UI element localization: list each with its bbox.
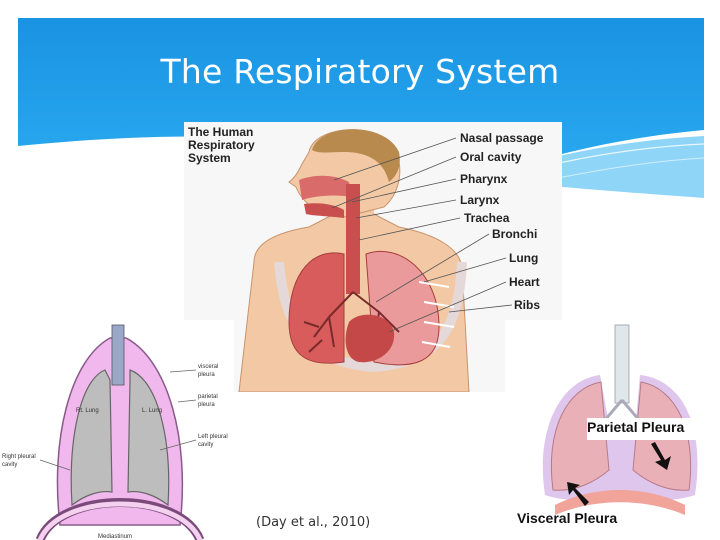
label-trachea: Trachea xyxy=(464,211,510,225)
respiratory-system-figure: The Human Respiratory System Nasal passa… xyxy=(184,122,562,392)
slide-title: The Respiratory System xyxy=(160,52,560,91)
label-parietal-pleura-2: pleura xyxy=(198,402,215,408)
figure-heading-line-3: System xyxy=(188,151,231,165)
label-nasal-passage: Nasal passage xyxy=(460,131,544,145)
label-visceral-pleura-2: pleura xyxy=(198,372,215,378)
label-right-lung: Rt. Lung xyxy=(76,408,99,414)
label-ribs: Ribs xyxy=(514,298,540,312)
label-parietal-pleura-1: parietal xyxy=(198,394,218,400)
pleural-cavity-figure: visceral pleura parietal pleura Left ple… xyxy=(0,320,234,540)
label-pharynx: Pharynx xyxy=(460,172,508,186)
label-left-lung: L. Lung xyxy=(142,408,162,414)
label-left-pleural-cavity-1: Left pleural xyxy=(198,434,228,440)
label-larynx: Larynx xyxy=(460,193,500,207)
label-heart: Heart xyxy=(509,275,540,289)
pleura-layers-figure: Parietal Pleura Visceral Pleura xyxy=(505,320,720,540)
label-lung: Lung xyxy=(509,251,538,265)
label-bronchi: Bronchi xyxy=(492,227,537,241)
label-visceral-pleura-1: visceral xyxy=(198,364,218,370)
label-right-pleural-cavity-1: Right pleural xyxy=(2,454,36,460)
label-visceral-pleura: Visceral Pleura xyxy=(517,510,617,526)
label-parietal-pleura: Parietal Pleura xyxy=(587,419,684,435)
citation-caption: (Day et al., 2010) xyxy=(256,515,371,530)
figure-heading-line-1: The Human xyxy=(188,125,253,139)
label-oral-cavity: Oral cavity xyxy=(460,150,522,164)
figure-heading-line-2: Respiratory xyxy=(188,138,255,152)
label-left-pleural-cavity-2: cavity xyxy=(198,442,213,448)
label-mediastinum: Mediastinum xyxy=(98,534,132,540)
label-right-pleural-cavity-2: cavity xyxy=(2,462,17,468)
